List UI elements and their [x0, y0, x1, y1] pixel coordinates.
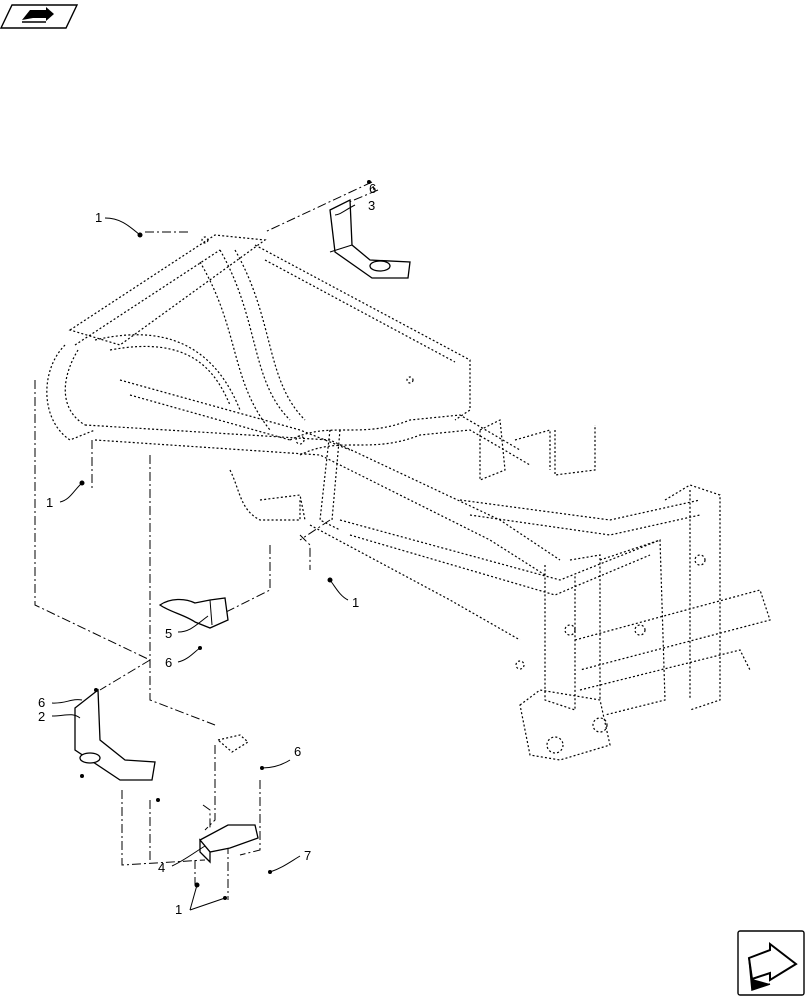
- part-5-bracket: [158, 597, 229, 629]
- callout-1: 1: [95, 210, 102, 225]
- callout-6: 6: [369, 181, 376, 196]
- callout-3: 3: [368, 198, 375, 213]
- part-3-bracket: [329, 198, 411, 279]
- callout-6: 6: [294, 744, 301, 759]
- callout-labels: 1 1 1 1 2 3 4 5 6 6 6 6 7: [38, 181, 376, 917]
- callout-2: 2: [38, 709, 45, 724]
- callout-1: 1: [46, 495, 53, 510]
- leader-lines: [51, 185, 375, 911]
- callout-1: 1: [352, 595, 359, 610]
- assembly-phantom-lines: [34, 181, 379, 900]
- small-bracket: [216, 734, 250, 753]
- hardware-dots: [79, 180, 371, 900]
- next-page-arrow-icon[interactable]: [737, 930, 805, 996]
- callout-7: 7: [304, 848, 311, 863]
- machine-frame: [46, 234, 771, 761]
- callout-1: 1: [175, 902, 182, 917]
- callout-4: 4: [158, 860, 165, 875]
- part-4-bracket: [198, 824, 259, 864]
- callout-6: 6: [38, 695, 45, 710]
- part-2-bracket: [74, 688, 156, 781]
- book-arrow-icon[interactable]: [0, 4, 79, 29]
- callout-6: 6: [165, 655, 172, 670]
- callout-5: 5: [165, 626, 172, 641]
